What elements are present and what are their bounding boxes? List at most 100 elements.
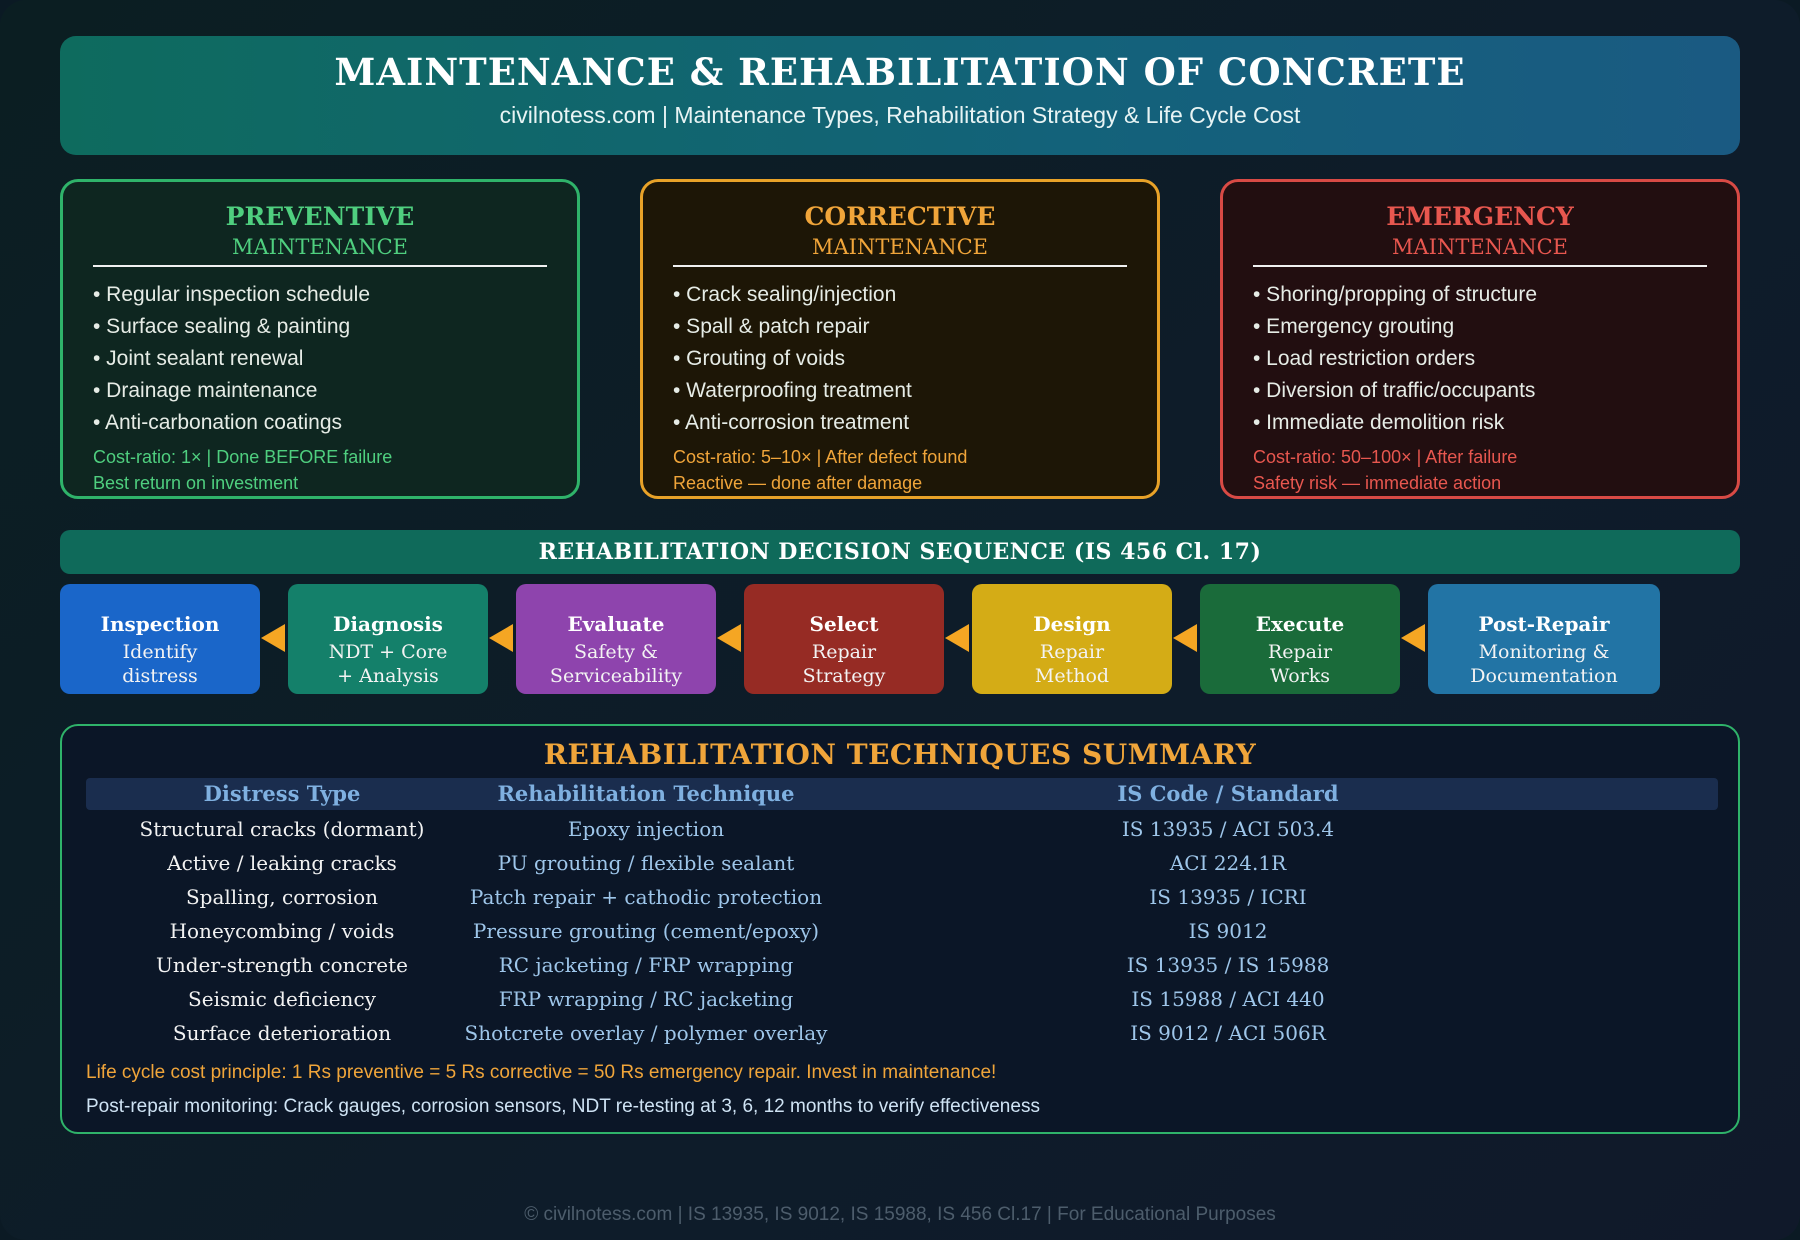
table-row: Seismic deficiency FRP wrapping / RC jac… (86, 982, 1718, 1016)
table-header: Distress Type Rehabilitation Technique I… (86, 778, 1718, 810)
card-subtitle: MAINTENANCE (1392, 235, 1568, 259)
list-item: • Anti-carbonation coatings (93, 411, 343, 434)
cell-technique: Patch repair + cathodic protection (469, 885, 823, 909)
cell-distress-type: Under-strength concrete (156, 953, 408, 977)
cell-standard: IS 13935 / IS 15988 (1126, 953, 1330, 977)
footer-credit: © civilnotess.com | IS 13935, IS 9012, I… (524, 1204, 1276, 1225)
techniques-title: REHABILITATION TECHNIQUES SUMMARY (543, 738, 1257, 771)
step-execute: Execute Repair Works (1200, 584, 1400, 694)
cell-distress-type: Structural cracks (dormant) (139, 817, 425, 841)
card-item-list: • Regular inspection schedule • Surface … (93, 279, 370, 439)
step-title: Execute (1255, 612, 1345, 636)
cell-technique: Shotcrete overlay / polymer overlay (464, 1021, 828, 1045)
step-title: Post-Repair (1478, 612, 1610, 636)
cost-ratio-text: Cost-ratio: 1× | Done BEFORE failure (93, 447, 393, 467)
list-item: • Surface sealing & painting (93, 315, 351, 338)
list-item: • Waterproofing treatment (673, 379, 912, 402)
cell-distress-type: Spalling, corrosion (185, 885, 378, 909)
card-item-list: • Shoring/propping of structure • Emerge… (1253, 279, 1537, 439)
table-row: Structural cracks (dormant) Epoxy inject… (86, 812, 1718, 846)
list-item: • Anti-corrosion treatment (673, 411, 910, 434)
card-preventive-maintenance: PREVENTIVE MAINTENANCE • Regular inspect… (60, 179, 580, 499)
list-item: • Regular inspection schedule (93, 283, 371, 306)
cell-standard: IS 13935 / ICRI (1149, 885, 1307, 909)
sequence-title-bar: REHABILITATION DECISION SEQUENCE (IS 456… (60, 530, 1740, 574)
page-title: MAINTENANCE & REHABILITATION OF CONCRETE (334, 50, 1466, 94)
card-emergency-maintenance: EMERGENCY MAINTENANCE • Shoring/propping… (1220, 179, 1740, 499)
arrow-left-icon (717, 624, 741, 652)
card-subtitle: MAINTENANCE (812, 235, 988, 259)
cell-technique: Epoxy injection (567, 817, 725, 841)
step-select: Select Repair Strategy (744, 584, 944, 694)
cost-ratio-text: Cost-ratio: 5–10× | After defect found (673, 447, 968, 467)
header-banner: MAINTENANCE & REHABILITATION OF CONCRETE… (60, 36, 1740, 155)
life-cycle-cost-note: Life cycle cost principle: 1 Rs preventi… (86, 1062, 997, 1083)
arrow-left-icon (261, 624, 285, 652)
card-note: Reactive — done after damage (673, 473, 923, 493)
step-inspection: Inspection Identify distress (60, 584, 260, 694)
table-row: Under-strength concrete RC jacketing / F… (86, 948, 1718, 982)
column-header-standard: IS Code / Standard (1117, 781, 1339, 806)
table-row: Active / leaking cracks PU grouting / fl… (86, 846, 1718, 880)
list-item: • Emergency grouting (1253, 315, 1455, 338)
cell-distress-type: Active / leaking cracks (167, 851, 397, 875)
page-subtitle: civilnotess.com | Maintenance Types, Reh… (499, 102, 1301, 128)
list-item: • Crack sealing/injection (673, 283, 897, 306)
cost-ratio-text: Cost-ratio: 50–100× | After failure (1253, 447, 1518, 467)
table-row: Honeycombing / voids Pressure grouting (… (86, 914, 1718, 948)
step-description: Repair Method (1034, 641, 1110, 687)
step-description: Monitoring & Documentation (1470, 641, 1618, 687)
arrow-left-icon (489, 624, 513, 652)
cell-technique: FRP wrapping / RC jacketing (498, 987, 794, 1011)
step-title: Design (1033, 612, 1111, 636)
card-title: PREVENTIVE (225, 202, 415, 231)
card-footer: Cost-ratio: 50–100× | After failure Safe… (1253, 444, 1517, 496)
step-post-repair: Post-Repair Monitoring & Documentation (1428, 584, 1660, 694)
column-header-distress-type: Distress Type (203, 781, 361, 806)
card-footer: Cost-ratio: 5–10× | After defect found R… (673, 444, 967, 496)
list-item: • Joint sealant renewal (93, 347, 304, 370)
cell-technique: RC jacketing / FRP wrapping (498, 953, 794, 977)
cell-distress-type: Honeycombing / voids (169, 919, 395, 943)
cell-standard: IS 13935 / ACI 503.4 (1121, 817, 1335, 841)
card-corrective-maintenance: CORRECTIVE MAINTENANCE • Crack sealing/i… (640, 179, 1160, 499)
cell-technique: PU grouting / flexible sealant (497, 851, 795, 875)
table-row: Spalling, corrosion Patch repair + catho… (86, 880, 1718, 914)
cell-standard: IS 9012 / ACI 506R (1130, 1021, 1326, 1045)
cell-distress-type: Surface deterioration (172, 1021, 392, 1045)
cell-distress-type: Seismic deficiency (188, 987, 376, 1011)
card-title: EMERGENCY (1386, 202, 1574, 231)
cell-technique: Pressure grouting (cement/epoxy) (472, 919, 820, 943)
step-description: Safety & Serviceability (549, 641, 683, 687)
step-diagnosis: Diagnosis NDT + Core + Analysis (288, 584, 488, 694)
list-item: • Grouting of voids (673, 347, 845, 370)
techniques-summary-panel: REHABILITATION TECHNIQUES SUMMARY Distre… (60, 724, 1740, 1134)
card-item-list: • Crack sealing/injection • Spall & patc… (673, 279, 912, 439)
list-item: • Drainage maintenance (93, 379, 318, 402)
step-evaluate: Evaluate Safety & Serviceability (516, 584, 716, 694)
step-design: Design Repair Method (972, 584, 1172, 694)
step-title: Inspection (100, 612, 220, 636)
card-divider (1253, 265, 1707, 267)
list-item: • Immediate demolition risk (1253, 411, 1505, 434)
card-divider (673, 265, 1127, 267)
step-title: Evaluate (567, 612, 665, 636)
arrow-left-icon (1401, 624, 1425, 652)
card-subtitle: MAINTENANCE (232, 235, 408, 259)
list-item: • Spall & patch repair (673, 315, 870, 338)
cell-standard: IS 9012 (1188, 919, 1268, 943)
card-divider (93, 265, 547, 267)
arrow-left-icon (945, 624, 969, 652)
step-description: Identify distress (122, 641, 198, 687)
table-row: Surface deterioration Shotcrete overlay … (86, 1016, 1718, 1050)
step-title: Diagnosis (333, 612, 443, 636)
cell-standard: ACI 224.1R (1169, 851, 1287, 875)
list-item: • Shoring/propping of structure (1253, 283, 1538, 306)
cell-standard: IS 15988 / ACI 440 (1131, 987, 1325, 1011)
step-description: Repair Strategy (802, 641, 886, 687)
column-header-technique: Rehabilitation Technique (497, 781, 795, 806)
card-note: Best return on investment (93, 473, 299, 493)
list-item: • Diversion of traffic/occupants (1253, 379, 1536, 402)
post-repair-monitoring-note: Post-repair monitoring: Crack gauges, co… (86, 1096, 1040, 1117)
